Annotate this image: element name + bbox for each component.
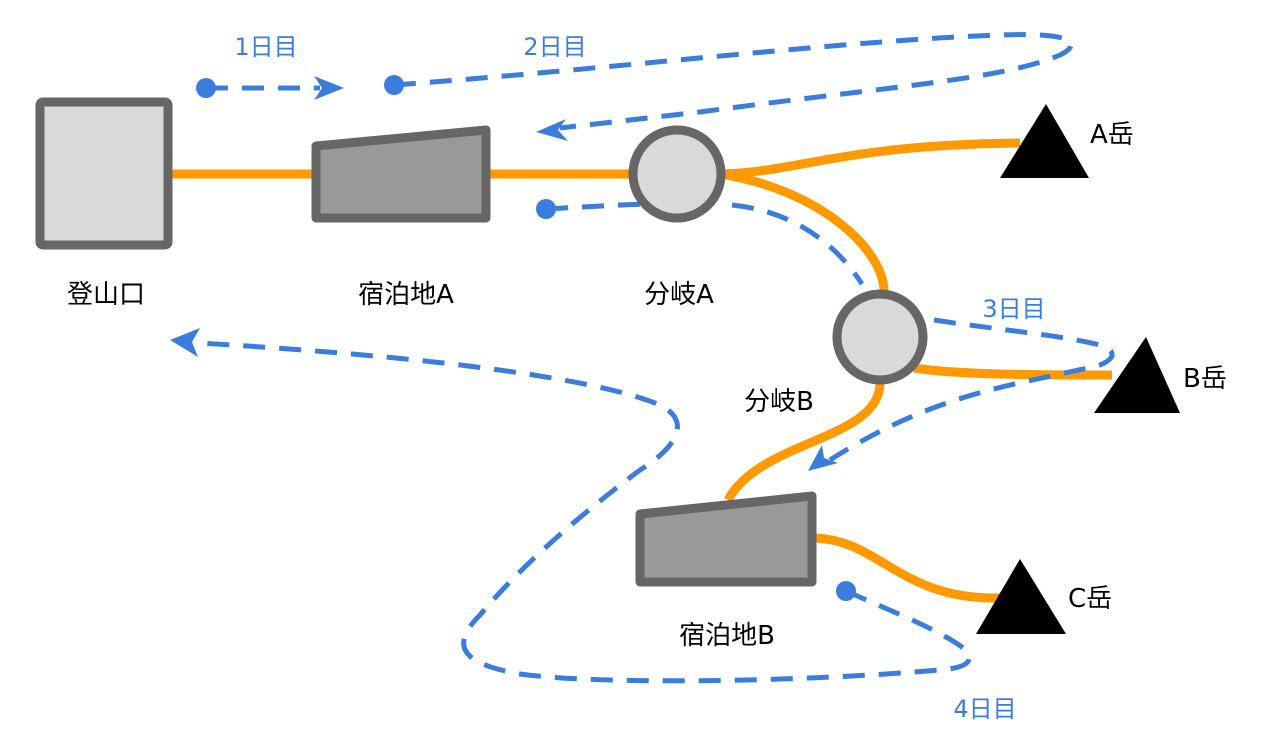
route-day-4-arrow-icon	[170, 328, 200, 357]
route-day-4	[170, 328, 972, 684]
day-routes	[170, 32, 1115, 684]
trail-junction-a-to-junction-b	[720, 169, 889, 294]
day-4-label: 4日目	[953, 695, 1016, 723]
day-1-label: 1日目	[234, 33, 297, 61]
trailhead-label: 登山口	[67, 280, 145, 310]
lodge-b-label: 宿泊地B	[679, 621, 775, 651]
route-day-2-line	[393, 32, 1074, 131]
junction-a-label: 分岐A	[644, 280, 714, 310]
peak-a-label: A岳	[1090, 120, 1134, 150]
peak-b-label: B岳	[1183, 364, 1227, 394]
junction-b-label: 分岐B	[744, 387, 814, 417]
trails	[168, 138, 1113, 603]
day-2-label: 2日目	[523, 33, 586, 61]
route-day-3-line-c	[828, 317, 1115, 463]
trail-junction-a-to-peak-a	[720, 138, 1021, 179]
route-day-2	[384, 32, 1074, 141]
peak-c-icon	[976, 559, 1066, 634]
route-day-2-arrow-icon	[536, 119, 568, 141]
nodes	[35, 97, 1180, 634]
route-day-3-arrow-icon	[808, 445, 838, 471]
route-day-3-line-b	[731, 202, 865, 286]
trailhead-node	[35, 97, 173, 250]
lodge-a-label: 宿泊地A	[358, 280, 454, 310]
junction-b-node	[832, 289, 928, 385]
route-day-1	[196, 76, 344, 100]
peak-b-icon	[1094, 337, 1180, 413]
peak-c-label: C岳	[1068, 584, 1112, 614]
trail-junction-b-to-lodge-b	[724, 382, 885, 503]
trail-junction-b-to-peak-b	[913, 363, 1113, 380]
lodge-b-node	[635, 491, 817, 587]
route-day-3-line-a	[545, 200, 701, 212]
day-labels: 1日目 2日目 3日目 4日目	[234, 33, 1045, 723]
node-labels: 登山口 宿泊地A 分岐A 分岐B 宿泊地B A岳 B岳 C岳	[67, 120, 1227, 651]
day-3-label: 3日目	[982, 295, 1045, 323]
lodge-a-node	[311, 125, 491, 223]
trail-lodge-b-to-peak-c	[814, 533, 1001, 603]
route-day-4-line	[199, 340, 972, 684]
route-day-3	[536, 199, 1115, 471]
peak-a-icon	[1000, 104, 1089, 178]
route-day-1-arrow-icon	[314, 76, 344, 100]
junction-a-node	[628, 125, 726, 223]
